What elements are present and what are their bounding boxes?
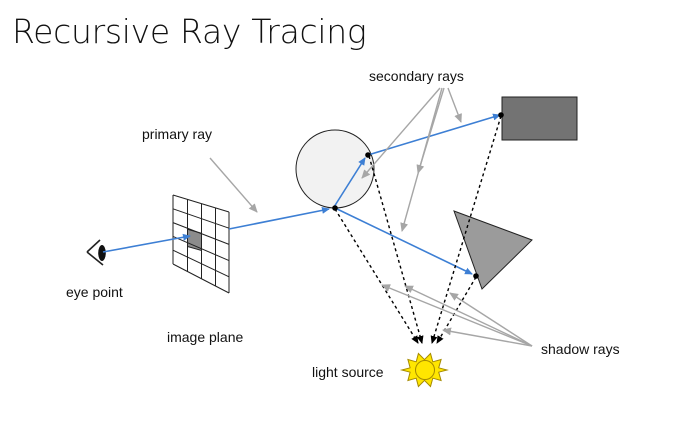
shadow-pointer-4 <box>442 327 533 347</box>
primary-ray-pointer <box>209 157 258 213</box>
reflection-ray-to-triangle <box>334 207 473 275</box>
secondary-rays-label: secondary rays <box>369 68 464 84</box>
shadow-rays-label: shadow rays <box>541 341 620 357</box>
secondary-pointer-1 <box>361 87 441 179</box>
primary-ray-label: primary ray <box>142 126 212 142</box>
ray-paths <box>102 113 501 275</box>
slide-title: Recursive Ray Tracing <box>12 12 367 51</box>
eye-point-label: eye point <box>66 284 123 300</box>
sphere <box>295 129 375 209</box>
image-plane-label: image plane <box>167 329 243 345</box>
triangle-object <box>453 210 533 290</box>
refraction-ray <box>333 157 366 208</box>
secondary-pointer-4 <box>447 87 462 123</box>
annotation-pointers <box>209 87 533 347</box>
shadow-ray-2 <box>368 155 424 344</box>
intersection-points <box>332 112 504 279</box>
reflection-ray-to-box <box>367 113 501 156</box>
primary-ray-plane-to-sphere <box>228 206 330 230</box>
shadow-pointer-3 <box>449 292 533 347</box>
shadow-ray-1 <box>334 208 419 344</box>
image-plane-grid <box>172 194 230 294</box>
shadow-pointer-2 <box>404 285 533 347</box>
sun-icon <box>399 352 449 388</box>
secondary-pointer-3 <box>416 87 445 174</box>
light-source-label: light source <box>312 364 384 380</box>
eye-icon <box>86 239 106 266</box>
primary-ray-eye-to-plane <box>102 233 191 253</box>
box-object <box>501 96 578 141</box>
shadow-pointer-1 <box>381 284 533 347</box>
